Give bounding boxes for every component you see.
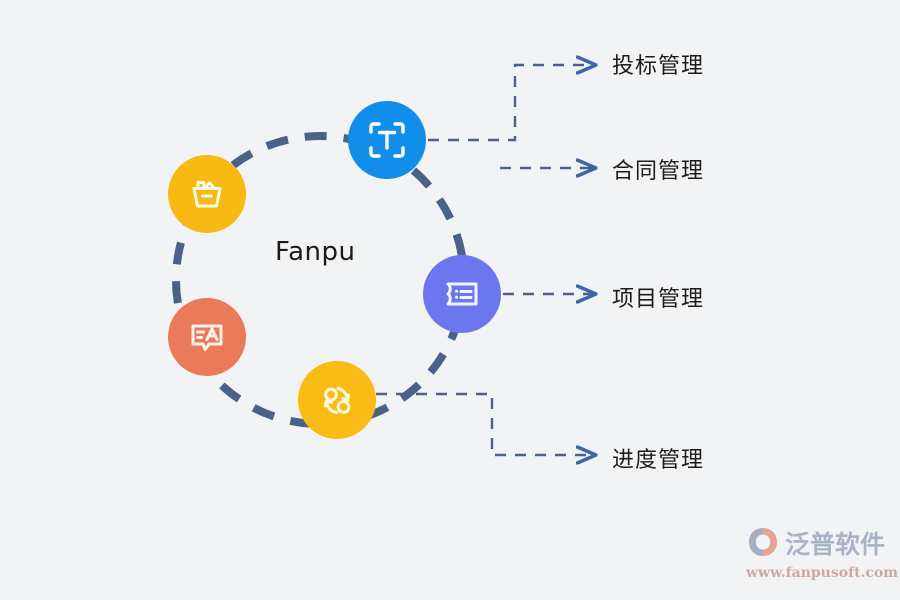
node-folder-documents[interactable] — [168, 155, 246, 233]
connector-progress-management — [376, 392, 595, 455]
fanpu-logo-icon — [746, 525, 780, 564]
node-scan-text[interactable] — [348, 101, 426, 179]
connector-bid-management — [428, 65, 595, 142]
watermark: 泛普软件 www.fanpusoft.com — [746, 524, 899, 586]
folder-documents-icon — [185, 172, 229, 216]
watermark-url: www.fanpusoft.com — [746, 565, 899, 581]
translate-bubble-icon — [185, 315, 229, 359]
branch-label-progress-management[interactable]: 进度管理 — [612, 448, 705, 473]
branch-label-bid-management[interactable]: 投标管理 — [612, 54, 705, 79]
node-sync-exchange[interactable] — [298, 361, 376, 439]
node-translate[interactable] — [168, 298, 246, 376]
watermark-brand: 泛普软件 — [785, 529, 886, 559]
node-ticket-list[interactable] — [423, 255, 501, 333]
center-brand-label: Fanpu — [275, 237, 356, 267]
branch-label-project-management[interactable]: 项目管理 — [612, 287, 705, 312]
branch-label-contract-management[interactable]: 合同管理 — [612, 159, 705, 184]
scan-text-icon — [366, 119, 408, 161]
sync-exchange-icon — [315, 378, 359, 422]
ticket-list-icon — [440, 272, 484, 316]
